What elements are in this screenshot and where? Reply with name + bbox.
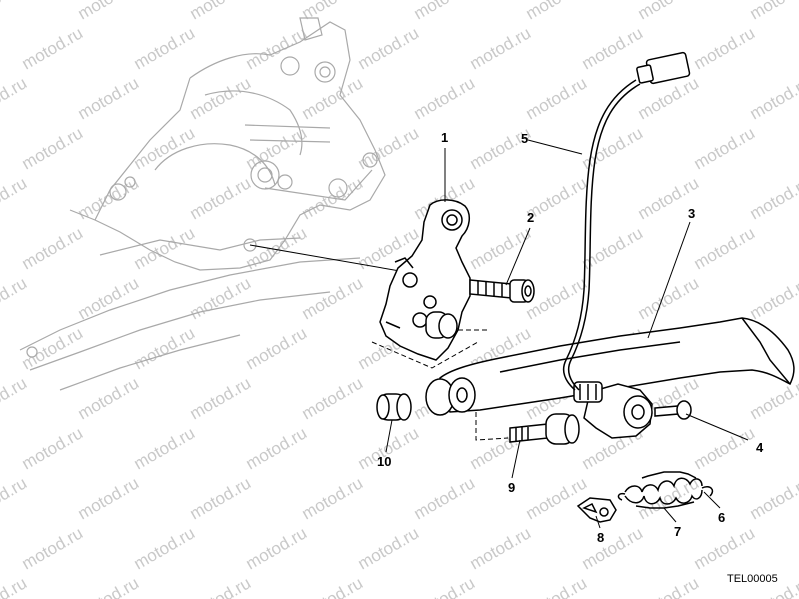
sidestand-switch-cable bbox=[562, 51, 691, 391]
watermark-text: motod.ru bbox=[467, 223, 535, 273]
callout-3: 3 bbox=[688, 206, 695, 221]
watermark-text: motod.ru bbox=[187, 573, 255, 599]
watermark-text: motod.ru bbox=[691, 23, 759, 73]
watermark-text: motod.ru bbox=[0, 73, 30, 123]
watermark-text: motod.ru bbox=[691, 423, 759, 473]
watermark-text: motod.ru bbox=[411, 473, 479, 523]
engine-frame-outline bbox=[19, 17, 386, 391]
watermark-text: motod.ru bbox=[243, 323, 311, 373]
watermark-text: motod.ru bbox=[187, 73, 255, 123]
watermark-text: motod.ru bbox=[299, 0, 367, 23]
watermark-text: motod.ru bbox=[747, 73, 799, 123]
callout-2: 2 bbox=[527, 210, 534, 225]
callout-5: 5 bbox=[521, 131, 528, 146]
watermark-text: motod.ru bbox=[299, 373, 367, 423]
watermark-text: motod.ru bbox=[0, 273, 30, 323]
callout-6: 6 bbox=[718, 510, 725, 525]
watermark-text: motod.ru bbox=[243, 23, 311, 73]
watermark-text: motod.ru bbox=[691, 523, 759, 573]
watermark-text: motod.ru bbox=[747, 473, 799, 523]
sidestand-switch-body bbox=[573, 381, 653, 439]
callout-7: 7 bbox=[674, 524, 681, 539]
watermark-text: motod.ru bbox=[243, 523, 311, 573]
watermark-text: motod.ru bbox=[355, 23, 423, 73]
watermark-text: motod.ru bbox=[0, 573, 30, 599]
watermark-text: motod.ru bbox=[19, 423, 87, 473]
callout-4: 4 bbox=[756, 440, 764, 455]
watermark-text: motod.ru bbox=[187, 373, 255, 423]
watermark-text: motod.ru bbox=[299, 473, 367, 523]
watermark-text: motod.ru bbox=[0, 373, 30, 423]
watermark-text: motod.ru bbox=[747, 173, 799, 223]
watermark-text: motod.ru bbox=[467, 23, 535, 73]
watermark-text: motod.ru bbox=[19, 23, 87, 73]
watermark-text: motod.ru bbox=[523, 573, 591, 599]
watermark-text: motod.ru bbox=[691, 123, 759, 173]
callout-1: 1 bbox=[441, 130, 448, 145]
watermark-text: motod.ru bbox=[19, 123, 87, 173]
watermark-text: motod.ru bbox=[579, 223, 647, 273]
watermark-text: motod.ru bbox=[187, 473, 255, 523]
watermark-text: motod.ru bbox=[0, 173, 30, 223]
watermark-text: motod.ru bbox=[411, 573, 479, 599]
watermark-text: motod.ru bbox=[131, 423, 199, 473]
watermark-text: motod.ru bbox=[635, 573, 703, 599]
callout-labels: 1 2 3 4 5 6 7 8 9 10 bbox=[377, 130, 764, 545]
watermark-text: motod.ru bbox=[187, 273, 255, 323]
callout-9: 9 bbox=[508, 480, 515, 495]
watermark-text: motod.ru bbox=[467, 523, 535, 573]
watermark-text: motod.ru bbox=[0, 473, 30, 523]
watermark-text: motod.ru bbox=[523, 73, 591, 123]
pin-guide-line bbox=[475, 412, 509, 441]
mounting-bolt bbox=[469, 279, 535, 303]
watermark-text: motod.ru bbox=[19, 523, 87, 573]
watermark-text: motod.ru bbox=[187, 173, 255, 223]
callout-8: 8 bbox=[597, 530, 604, 545]
watermark-text: motod.ru bbox=[691, 223, 759, 273]
watermark-text: motod.ru bbox=[131, 523, 199, 573]
watermark-text: motod.ru bbox=[523, 473, 591, 523]
watermark-text: motod.ru bbox=[243, 423, 311, 473]
watermark-text: motod.ru bbox=[131, 23, 199, 73]
spring-plate bbox=[576, 497, 617, 523]
watermark-text: motod.ru bbox=[299, 273, 367, 323]
watermark-text: motod.ru bbox=[0, 0, 30, 23]
bushing bbox=[376, 393, 412, 421]
watermark-text: motod.ru bbox=[75, 0, 143, 23]
drawing-code: TEL00005 bbox=[727, 573, 778, 585]
watermark-text: motod.ru bbox=[579, 23, 647, 73]
watermark-text: motod.ru bbox=[411, 0, 479, 23]
watermark-text: motod.ru bbox=[635, 0, 703, 23]
sidestand-leg bbox=[425, 317, 795, 416]
watermark-text: motod.ru bbox=[299, 73, 367, 123]
watermark-text: motod.ru bbox=[747, 273, 799, 323]
watermark-text: motod.ru bbox=[355, 523, 423, 573]
watermark-text: motod.ru bbox=[355, 123, 423, 173]
watermark-text: motod.ru bbox=[131, 123, 199, 173]
watermark-text: motod.ru bbox=[747, 0, 799, 23]
watermark-text: motod.ru bbox=[187, 0, 255, 23]
watermark-text: motod.ru bbox=[75, 73, 143, 123]
watermark-text: motod.ru bbox=[75, 273, 143, 323]
pivot-pin bbox=[475, 412, 580, 445]
watermark-text: motod.ru bbox=[75, 573, 143, 599]
watermark-text: motod.ru bbox=[579, 523, 647, 573]
sidestand-bracket bbox=[379, 199, 471, 361]
watermark-text: motod.ru bbox=[75, 473, 143, 523]
callout-10: 10 bbox=[377, 454, 391, 469]
callout-leaders bbox=[385, 139, 749, 529]
watermark-text: motod.ru bbox=[19, 223, 87, 273]
watermark-text: motod.ru bbox=[523, 0, 591, 23]
watermark-text: motod.ru bbox=[411, 73, 479, 123]
assembly-guide-bracket bbox=[371, 341, 479, 369]
watermark-text: motod.ru bbox=[299, 573, 367, 599]
